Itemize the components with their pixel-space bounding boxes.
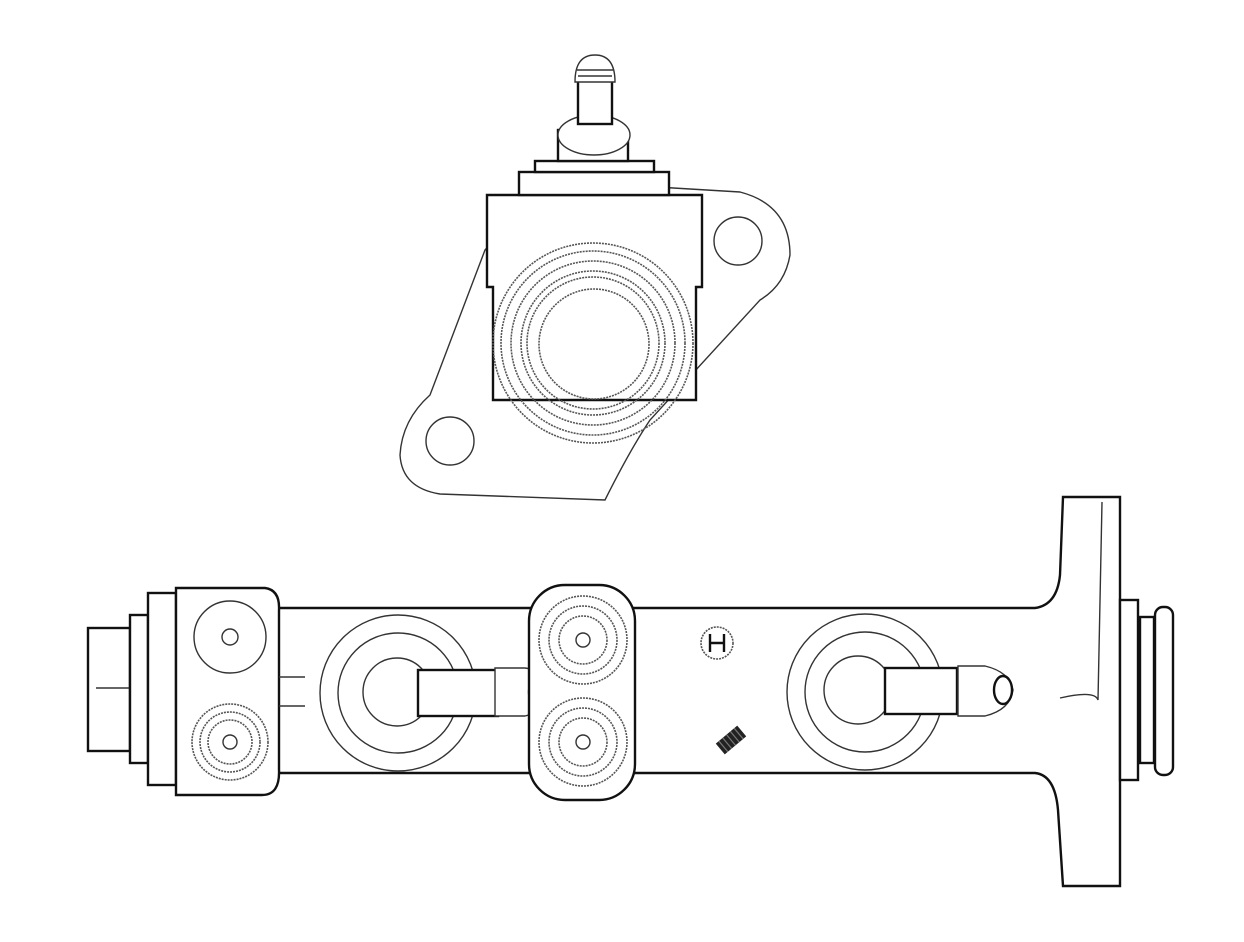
port-upper-left: [193, 600, 267, 674]
bore-ring-5: [526, 276, 660, 410]
port-upper-left-hole: [221, 628, 239, 646]
port-upper-mid-outer: [538, 595, 628, 685]
end-washer: [128, 613, 150, 765]
port-lower-mid-outer: [538, 697, 628, 787]
reservoir-nipple-2-stem: [883, 666, 959, 716]
end-plate: [146, 591, 178, 787]
bore-inner: [538, 288, 650, 400]
port-upper-mid-hole: [575, 632, 591, 648]
reservoir-port-2: [823, 655, 893, 725]
body-step-lower: [517, 170, 671, 197]
left-port-block: [174, 586, 281, 797]
serrated-marking-icon: [715, 725, 747, 755]
brand-logo-icon: [700, 626, 734, 660]
nipple-ridges: [577, 69, 613, 77]
middle-port-block: [527, 583, 637, 802]
bore-ring-4: [520, 270, 666, 416]
port-lower-left-inner: [207, 719, 253, 765]
port-lower-mid-inner: [558, 717, 608, 767]
bolt-hole-right: [713, 216, 763, 266]
bolt-hole-left: [425, 416, 475, 466]
port-upper-mid-inner: [558, 615, 608, 665]
body-step-upper: [533, 159, 656, 174]
reservoir-nipple-1-stem: [416, 668, 500, 718]
end-view: [399, 54, 791, 501]
port-lower-mid-ring: [548, 707, 618, 777]
port-lower-left-mid: [199, 711, 261, 773]
bore-ring-3: [510, 260, 676, 426]
cylinder-body: [485, 193, 704, 402]
neck-lines: [279, 676, 305, 707]
rod-groove: [1138, 615, 1156, 765]
rod-seat: [1118, 598, 1140, 782]
nipple-stem: [576, 78, 614, 126]
side-view: H: [86, 495, 1175, 888]
port-lower-left-hole: [222, 734, 238, 750]
end-nut: [86, 626, 132, 753]
nipple-tip: [574, 54, 616, 83]
reservoir-nipple-2-tip: [957, 665, 1014, 717]
reservoir-nipple-2-hole: [992, 674, 1014, 706]
port-lower-mid-hole: [575, 734, 591, 750]
port-lower-left-outer: [191, 703, 269, 781]
port-upper-mid-ring: [548, 605, 618, 675]
rod-cap: [1153, 605, 1175, 777]
flange-edge: [1059, 501, 1103, 701]
bore-ring-2: [500, 250, 686, 436]
mounting-flange: [399, 184, 791, 501]
bore-ring-outer: [492, 242, 694, 444]
